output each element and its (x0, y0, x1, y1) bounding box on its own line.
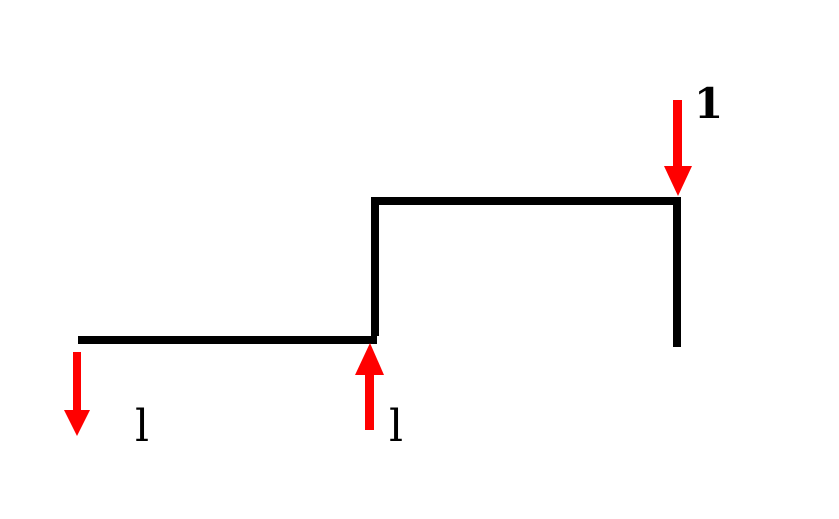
load-arrow-left (64, 352, 90, 436)
load-label-right: 1 (694, 79, 723, 128)
load-arrow-middle (355, 343, 384, 430)
load-label-middle: l (389, 401, 403, 452)
load-label-left: l (135, 401, 149, 452)
frame-structure (78, 197, 681, 347)
load-arrow-right (664, 100, 692, 196)
